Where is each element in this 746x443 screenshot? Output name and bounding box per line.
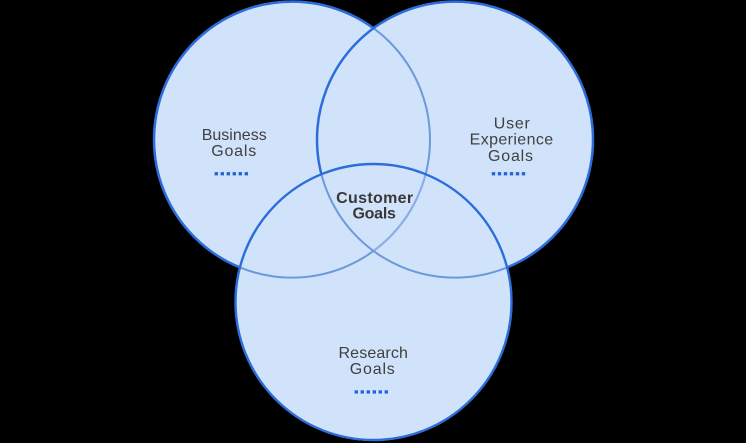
- svg-text:Goals: Goals: [352, 205, 396, 222]
- svg-text:User: User: [494, 115, 531, 132]
- svg-text:Research: Research: [338, 345, 408, 362]
- svg-text:Goals: Goals: [350, 361, 395, 378]
- svg-text:Customer: Customer: [336, 190, 413, 207]
- svg-text:Goals: Goals: [211, 143, 256, 160]
- svg-text:Experience: Experience: [470, 132, 554, 149]
- svg-text:Goals: Goals: [488, 148, 533, 165]
- svg-text:Business: Business: [202, 127, 267, 144]
